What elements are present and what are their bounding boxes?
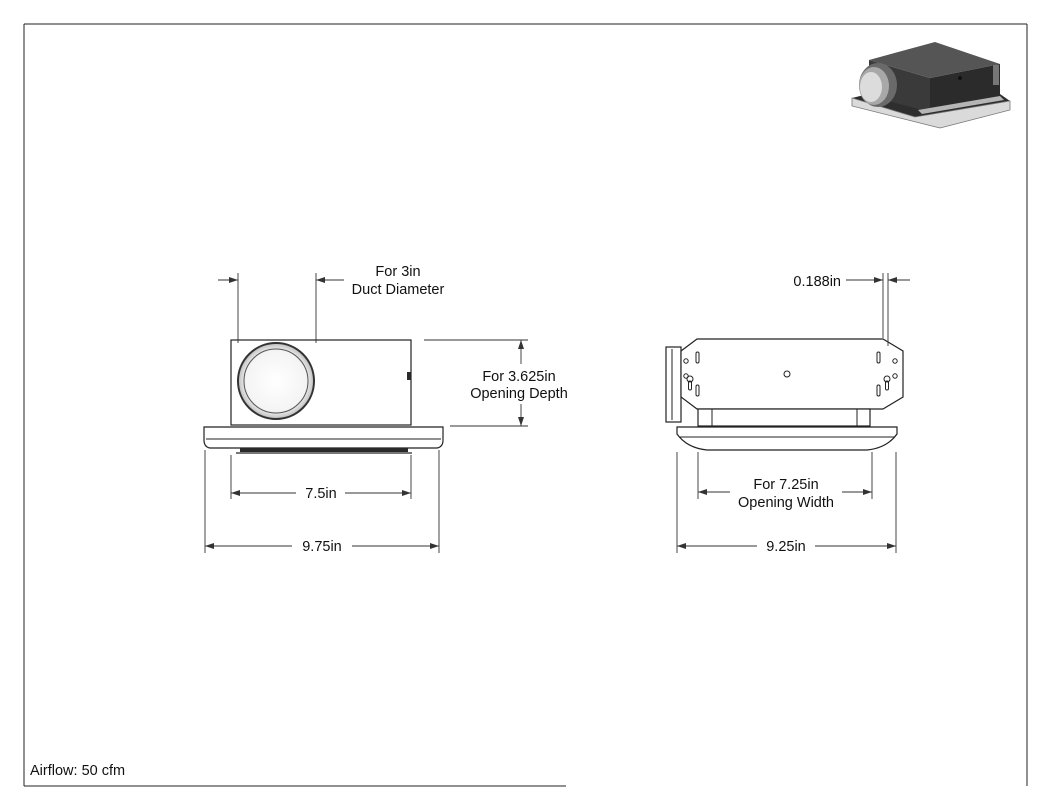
outer-width-dimension-front: 9.25in — [676, 452, 897, 555]
opening-dim-line2: Opening Width — [738, 495, 834, 511]
side-grille-flange — [203, 426, 444, 449]
flange-thickness-dimension: 0.188in — [793, 273, 910, 346]
fan-isometric-icon — [851, 42, 1011, 129]
duct-collar — [237, 342, 315, 420]
inner-width-dimension: 7.5in — [230, 455, 412, 502]
sheet-border — [23, 23, 1028, 787]
opening-depth-dimension: For 3.625in Opening Depth — [424, 339, 568, 427]
opening-width-dimension: For 7.25in Opening Width — [697, 452, 873, 511]
front-outer-width-label: 9.25in — [766, 539, 806, 555]
depth-dim-line2: Opening Depth — [470, 386, 568, 402]
mounting-plate — [680, 338, 904, 410]
front-view — [665, 338, 904, 451]
depth-dim-line1: For 3.625in — [482, 369, 555, 385]
duct-diameter-dimension: For 3in Duct Diameter — [218, 264, 444, 343]
duct-dim-line2: Duct Diameter — [352, 282, 445, 298]
duct-dim-line1: For 3in — [375, 264, 420, 280]
front-grille — [676, 426, 898, 451]
side-view — [203, 339, 444, 454]
opening-dim-line1: For 7.25in — [753, 477, 818, 493]
inner-width-label: 7.5in — [305, 486, 336, 502]
flange-label: 0.188in — [793, 274, 841, 290]
outer-width-dimension-side: 9.75in — [204, 450, 440, 555]
airflow-label: Airflow: 50 cfm — [30, 763, 125, 779]
side-outer-width-label: 9.75in — [302, 539, 342, 555]
